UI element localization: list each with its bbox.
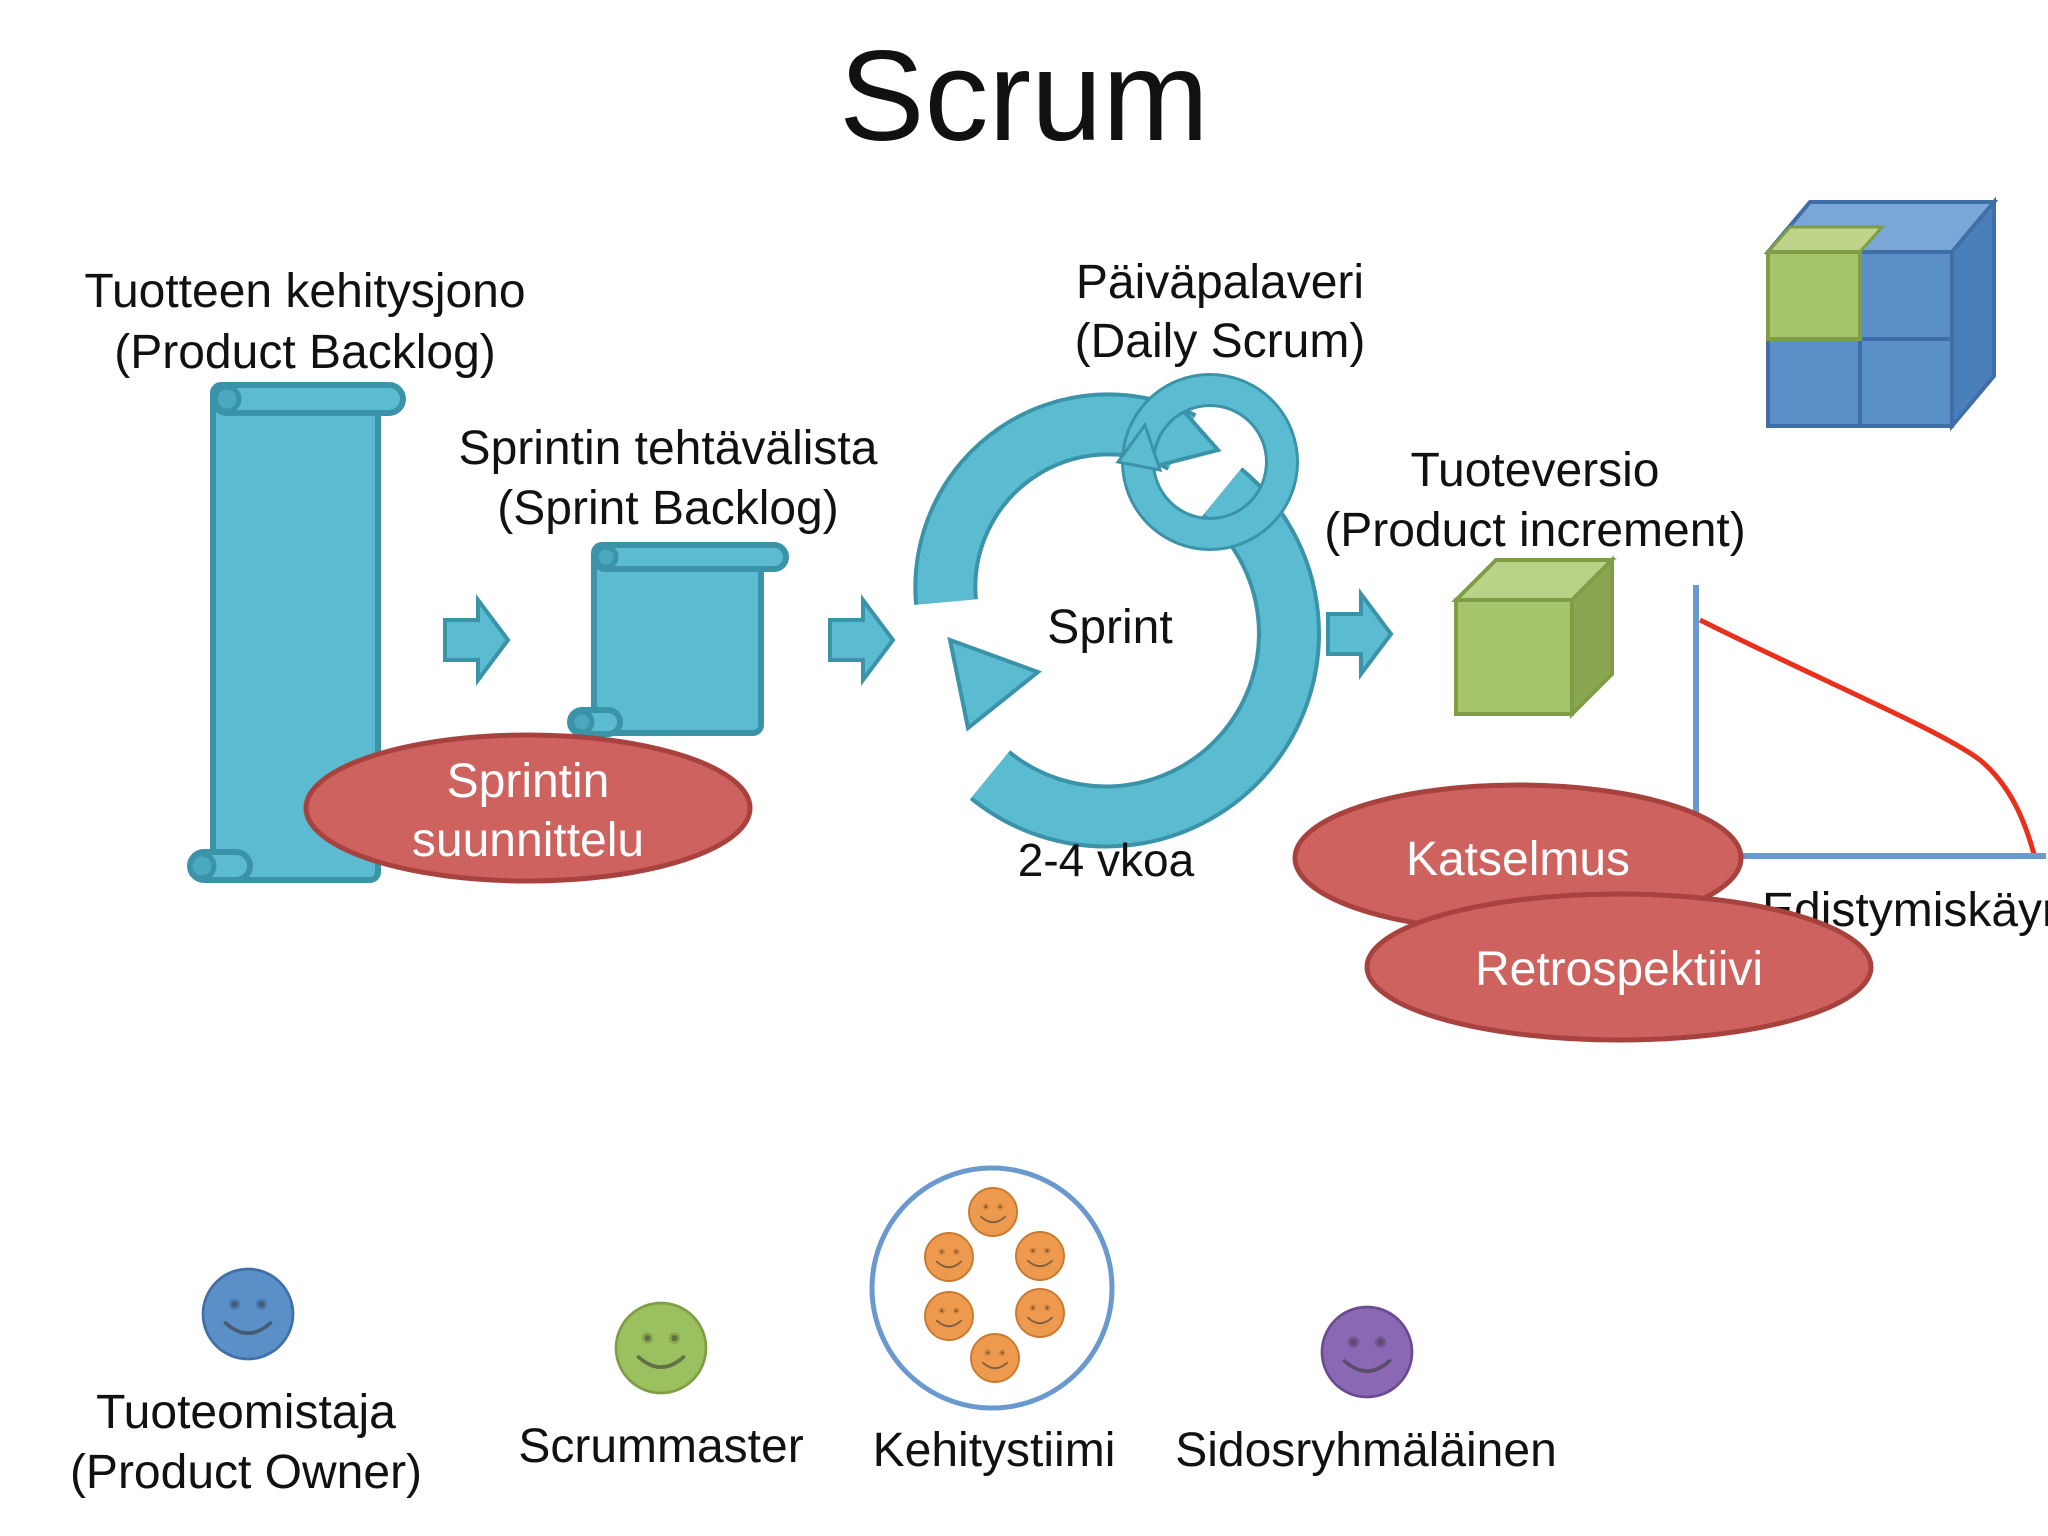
stakeholder-face-icon	[1322, 1307, 1412, 1397]
sprint-planning-label-line1: Sprintin	[447, 755, 610, 808]
flow-arrow-icon	[828, 594, 896, 686]
team-member-face-icon	[925, 1233, 973, 1281]
product-backlog-label-line1: Tuotteen kehitysjono	[84, 265, 525, 318]
sprint-backlog-label-line1: Sprintin tehtävälista	[459, 422, 878, 475]
flow-arrow-icon	[443, 594, 511, 686]
stakeholder-label: Sidosryhmäläinen	[1175, 1424, 1557, 1477]
team-member-face-icon	[971, 1334, 1019, 1382]
flow-arrow-icon	[1326, 588, 1394, 680]
product-owner-label-line1: Tuoteomistaja	[96, 1386, 396, 1439]
burndown-line	[1698, 617, 2038, 859]
product-cube-icon	[1763, 196, 1999, 432]
product-increment-cube-icon	[1451, 555, 1617, 719]
scrum-master-face-icon	[616, 1303, 706, 1393]
sprint-length-label: 2-4 vkoa	[1018, 834, 1195, 886]
team-member-face-icon	[969, 1188, 1017, 1236]
retrospective-label: Retrospektiivi	[1475, 943, 1763, 996]
product-owner-face-icon	[203, 1269, 293, 1359]
daily-scrum-label-line1: Päiväpalaveri	[1076, 256, 1364, 309]
team-member-face-icon	[1016, 1289, 1064, 1337]
team-label: Kehitystiimi	[873, 1424, 1116, 1477]
increment-label-line1: Tuoteversio	[1411, 444, 1660, 497]
sprint-planning-ellipse: Sprintin suunnittelu	[303, 732, 753, 884]
burndown-chart	[1693, 585, 2046, 859]
team-circle	[869, 1165, 1115, 1411]
team-member-face-icon	[1016, 1232, 1064, 1280]
sprint-backlog-label-line2: (Sprint Backlog)	[497, 482, 838, 535]
scrum-master-label: Scrummaster	[518, 1420, 803, 1473]
sprint-backlog-scroll-icon	[567, 542, 789, 737]
product-backlog-label-line2: (Product Backlog)	[114, 326, 496, 379]
product-backlog-scroll-icon	[187, 382, 406, 883]
retrospective-ellipse: Retrospektiivi	[1364, 891, 1874, 1043]
page-title: Scrum	[839, 25, 1209, 168]
sprint-label: Sprint	[1047, 601, 1172, 654]
sprint-planning-label-line2: suunnittelu	[412, 814, 644, 867]
review-label: Katselmus	[1406, 833, 1630, 886]
sprint-cycle-icon	[913, 373, 1321, 849]
increment-label-line2: (Product increment)	[1324, 504, 1745, 557]
daily-scrum-label-line2: (Daily Scrum)	[1075, 315, 1366, 368]
product-owner-label-line2: (Product Owner)	[70, 1446, 422, 1499]
team-member-face-icon	[925, 1292, 973, 1340]
